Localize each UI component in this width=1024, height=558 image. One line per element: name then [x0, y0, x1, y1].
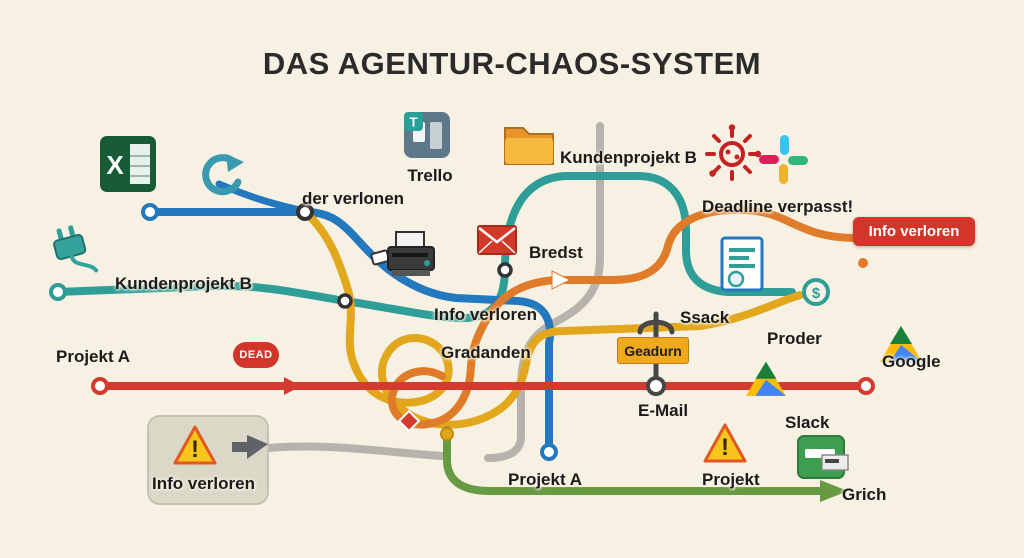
label-kundenprojekt-b-top: Kundenprojekt B: [560, 148, 697, 167]
warning-glyph: !: [721, 434, 729, 461]
label-grich: Grich: [842, 485, 887, 504]
green-line-arrow: [820, 480, 848, 502]
dollar-icon: $: [802, 278, 830, 306]
label-slack: Slack: [785, 413, 830, 432]
label-email: E-Mail: [638, 401, 689, 420]
label-info-verloren-center: Info verloren: [434, 305, 537, 324]
invoice-icon: [720, 236, 764, 292]
red-line-arrow: [284, 377, 301, 395]
orange-end-dot: [858, 258, 868, 268]
printer-icon: [370, 231, 435, 276]
excel-letter: X: [106, 150, 124, 180]
spreadsheet-icon: [797, 435, 849, 479]
label-der-verlonen: der verlonen: [302, 189, 405, 208]
label-projekt-a-left: Projekt A: [56, 347, 131, 366]
warning-glyph: !: [191, 436, 199, 463]
trello-letter: T: [410, 115, 418, 130]
station: [141, 203, 159, 221]
page-title: DAS AGENTUR-CHAOS-SYSTEM: [262, 46, 762, 81]
excel-icon: X: [100, 136, 156, 192]
warning-icon: !: [173, 425, 217, 465]
google-drive-icon-2: [746, 361, 786, 396]
dead-badge: DEAD: [233, 342, 279, 368]
label-trello: Trello: [407, 166, 453, 185]
info-verloren-badge: Info verloren: [853, 217, 975, 246]
line-yellow: [301, 208, 804, 429]
sync-icon: [202, 154, 244, 196]
stations: [49, 203, 875, 461]
label-proder: Proder: [767, 329, 822, 348]
envelope-icon: [477, 225, 517, 255]
plug-icon: [53, 225, 99, 273]
warning-icon-2: !: [703, 423, 747, 463]
line-green: [443, 426, 828, 495]
google-drive-icon: [880, 326, 922, 362]
geadurn-badge: Geadurn: [617, 337, 689, 364]
line-gray-bottom-left: [264, 442, 446, 460]
label-ssack: Ssack: [680, 308, 730, 327]
arrow-left-icon: [232, 435, 268, 459]
label-bredst: Bredst: [529, 243, 583, 262]
line-blue: [146, 208, 554, 450]
label-projekt: Projekt: [702, 470, 760, 489]
trello-icon: T: [404, 112, 450, 158]
label-kundenprojekt-b-left: Kundenprojekt B: [115, 274, 252, 293]
station: [296, 203, 314, 221]
folder-icon: [504, 127, 554, 165]
station: [91, 377, 109, 395]
station: [337, 293, 353, 309]
station-interchange: [646, 376, 666, 396]
station: [497, 262, 513, 278]
station: [49, 283, 67, 301]
label-google: Google: [882, 352, 941, 371]
connector-handle: [637, 319, 675, 335]
red-diamond-marker: [397, 409, 421, 433]
line-orange: [388, 205, 860, 429]
station: [540, 443, 558, 461]
station: [857, 377, 875, 395]
orange-line-arrow: [551, 270, 572, 290]
slack-icon: [759, 135, 808, 184]
label-deadline-verpasst: Deadline verpasst!: [702, 197, 854, 216]
dollar-glyph: $: [812, 285, 821, 302]
label-info-verloren-bottom: Info verloren: [152, 474, 255, 493]
label-gradanden: Gradanden: [441, 343, 531, 362]
yellow-dot-marker: [440, 427, 454, 441]
label-projekt-a-bottom: Projekt A: [508, 470, 583, 489]
chaos-icon: [705, 124, 762, 181]
